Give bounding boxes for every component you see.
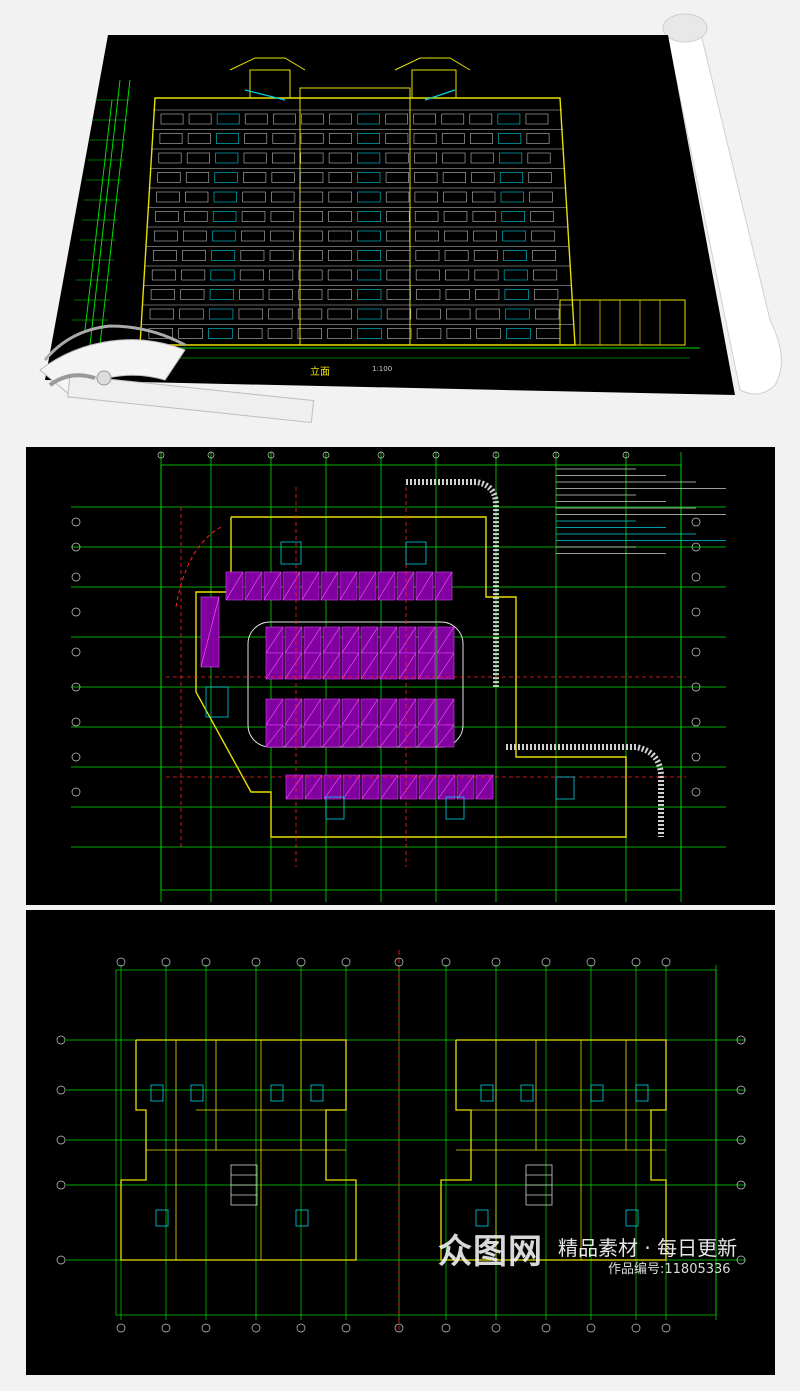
floor-plan-drawing xyxy=(56,950,746,1333)
drawing-title: 立面 xyxy=(310,367,330,378)
watermark-logo: 众图网 xyxy=(438,1232,543,1272)
parking-plan-drawing xyxy=(71,451,726,902)
elevation-drawing xyxy=(39,13,782,424)
watermark: 众图网 精品素材 · 每日更新 作品编号:11805336 xyxy=(438,1224,798,1294)
hero-blueprint-scene: 立面 1:100 xyxy=(0,0,800,440)
watermark-id: 作品编号:11805336 xyxy=(608,1262,731,1277)
watermark-title: 精品素材 · 每日更新 xyxy=(558,1236,738,1260)
protractor-icon xyxy=(39,324,315,424)
floor-plan-panel xyxy=(26,910,775,1375)
parking-plan-panel xyxy=(26,447,775,905)
drawing-scale: 1:100 xyxy=(372,365,393,373)
